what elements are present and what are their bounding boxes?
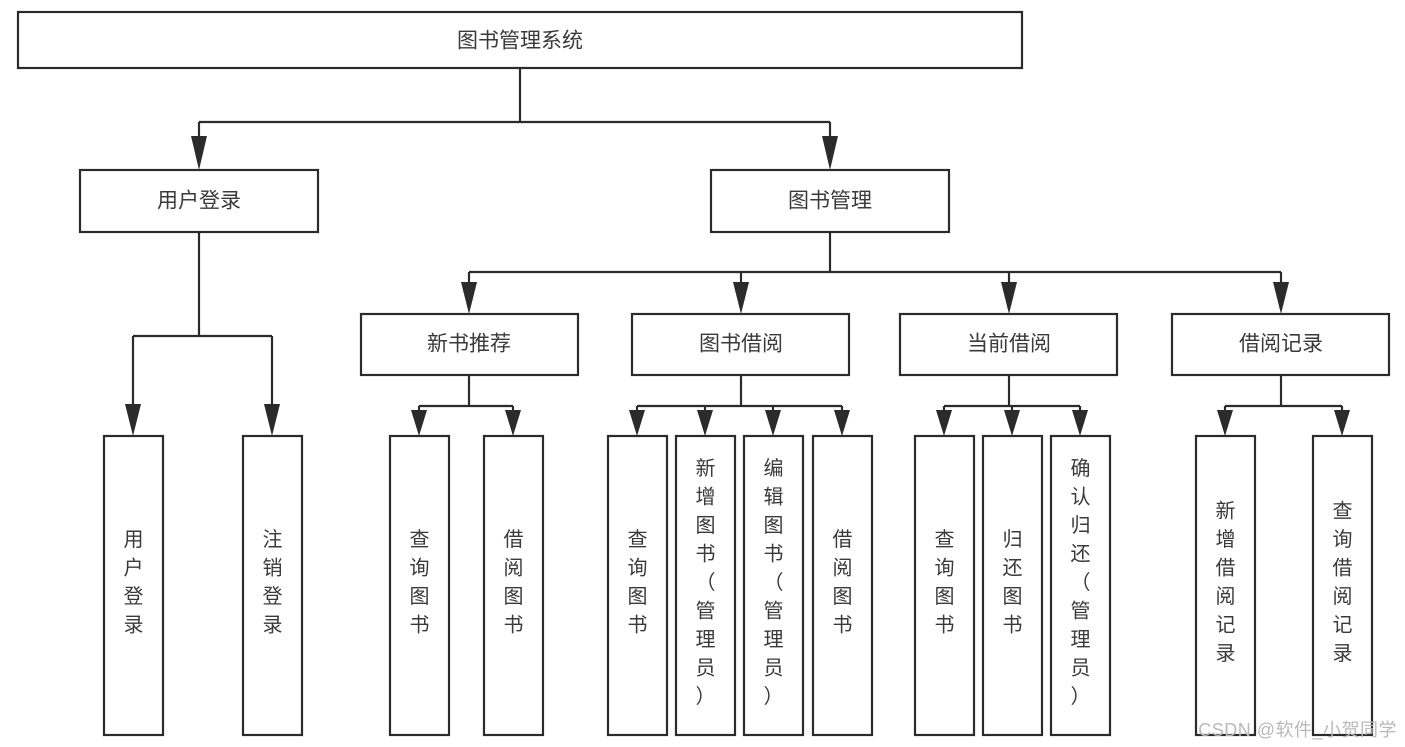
arrow-head-leaf-query-record (1334, 410, 1350, 436)
arrow-head-book-manage (822, 136, 838, 170)
node-leaf-add-book[interactable] (674, 434, 737, 737)
arrow-head-leaf-borrow-book-2 (834, 410, 850, 436)
node-book-manage-box[interactable] (709, 168, 951, 234)
node-book-borrow-label: 图书借阅 (699, 333, 783, 356)
arrow-head-book-borrow (733, 282, 749, 314)
arrow-head-leaf-confirm-return (1072, 410, 1088, 436)
node-leaf-return-book[interactable] (981, 434, 1044, 737)
node-leaf-query-book-1-label: 查询图书 (410, 528, 430, 637)
node-leaf-logout-label: 注销登录 (263, 528, 283, 637)
node-leaf-return-book-box[interactable] (981, 434, 1044, 737)
node-leaf-query-book-3[interactable] (913, 434, 976, 737)
node-current-borrow[interactable]: 当前借阅 (898, 312, 1119, 377)
arrow-head-leaf-return-book (1004, 410, 1020, 436)
node-leaf-borrow-book-1-box[interactable] (482, 434, 545, 737)
node-leaf-query-book-1-box[interactable] (388, 434, 451, 737)
node-leaf-query-record-box[interactable] (1311, 434, 1374, 737)
node-leaf-logout-box[interactable] (241, 434, 304, 737)
node-borrow-record[interactable]: 借阅记录 (1170, 312, 1391, 377)
node-root-box[interactable] (16, 10, 1024, 70)
arrow-head-leaf-borrow-book-1 (505, 410, 521, 436)
node-leaf-confirm-return-box[interactable] (1049, 434, 1112, 737)
connector-group (125, 68, 1350, 436)
node-root[interactable]: 图书管理系统 (16, 10, 1024, 70)
arrow-head-borrow-record (1273, 282, 1289, 314)
node-leaf-user-login-label: 用户登录 (124, 529, 144, 637)
arrow-head-leaf-logout (264, 404, 280, 436)
node-leaf-return-book-label: 归还图书 (1003, 528, 1023, 637)
node-user-login[interactable]: 用户登录 (78, 168, 320, 234)
arrow-head-leaf-query-book-3 (936, 410, 952, 436)
node-leaf-edit-book-label: 编辑图书（管理员） (764, 457, 784, 708)
node-leaf-add-book-label: 新增图书（管理员） (696, 457, 716, 708)
node-book-borrow[interactable]: 图书借阅 (630, 312, 851, 377)
node-new-book-recommend[interactable]: 新书推荐 (359, 312, 580, 377)
node-leaf-query-book-2-label: 查询图书 (628, 528, 648, 637)
node-leaf-borrow-book-1-label: 借阅图书 (504, 528, 524, 637)
node-leaf-borrow-book-2[interactable] (811, 434, 874, 737)
node-user-login-box[interactable] (78, 168, 320, 234)
arrow-head-leaf-query-book-1 (411, 410, 427, 436)
node-book-manage[interactable]: 图书管理 (709, 168, 951, 234)
node-leaf-user-login[interactable] (102, 434, 165, 737)
node-leaf-edit-book-box[interactable] (742, 434, 805, 737)
arrow-head-leaf-edit-book (765, 410, 781, 436)
node-new-book-recommend-label: 新书推荐 (427, 333, 511, 356)
node-borrow-record-label: 借阅记录 (1239, 333, 1323, 356)
node-leaf-add-book-box[interactable] (674, 434, 737, 737)
node-leaf-query-record-label: 查询借阅记录 (1333, 500, 1353, 666)
arrow-head-leaf-user-login (125, 404, 141, 436)
node-new-book-recommend-box[interactable] (359, 312, 580, 377)
arrow-head-leaf-add-book (697, 410, 713, 436)
leaf-node-group (102, 434, 1374, 737)
leaf-label-group: 用户登录 注销登录 查询图书 借阅图书 查询图书 新增图书（管理员） 编辑图书（管理员） 借阅… (124, 457, 1353, 708)
node-leaf-borrow-book-2-label: 借阅图书 (833, 528, 853, 637)
node-user-login-label: 用户登录 (157, 190, 241, 213)
node-current-borrow-label: 当前借阅 (967, 333, 1051, 356)
node-leaf-confirm-return[interactable] (1049, 434, 1112, 737)
node-leaf-query-book-1[interactable] (388, 434, 451, 737)
arrow-head-user-login (191, 136, 207, 170)
node-root-label: 图书管理系统 (457, 30, 583, 53)
node-leaf-logout[interactable] (241, 434, 304, 737)
node-leaf-query-book-2[interactable] (606, 434, 669, 737)
node-leaf-add-record[interactable] (1194, 434, 1257, 737)
node-book-borrow-box[interactable] (630, 312, 851, 377)
node-leaf-edit-book[interactable] (742, 434, 805, 737)
node-book-manage-label: 图书管理 (788, 190, 872, 213)
node-leaf-confirm-return-label: 确认归还（管理员） (1071, 457, 1091, 708)
arrow-head-current-borrow (1001, 282, 1017, 314)
arrow-head-new-book-recommend (461, 282, 477, 314)
arrow-head-leaf-add-record (1217, 410, 1233, 436)
node-leaf-borrow-book-1[interactable] (482, 434, 545, 737)
node-leaf-user-login-box[interactable] (102, 434, 165, 737)
node-borrow-record-box[interactable] (1170, 312, 1391, 377)
node-leaf-add-record-box[interactable] (1194, 434, 1257, 737)
node-leaf-borrow-book-2-box[interactable] (811, 434, 874, 737)
node-current-borrow-box[interactable] (898, 312, 1119, 377)
arrow-head-leaf-query-book-2 (629, 410, 645, 436)
node-leaf-add-record-label: 新增借阅记录 (1216, 500, 1236, 666)
node-leaf-query-record[interactable] (1311, 434, 1374, 737)
node-leaf-query-book-3-box[interactable] (913, 434, 976, 737)
node-leaf-query-book-3-label: 查询图书 (935, 528, 955, 637)
node-leaf-query-book-2-box[interactable] (606, 434, 669, 737)
